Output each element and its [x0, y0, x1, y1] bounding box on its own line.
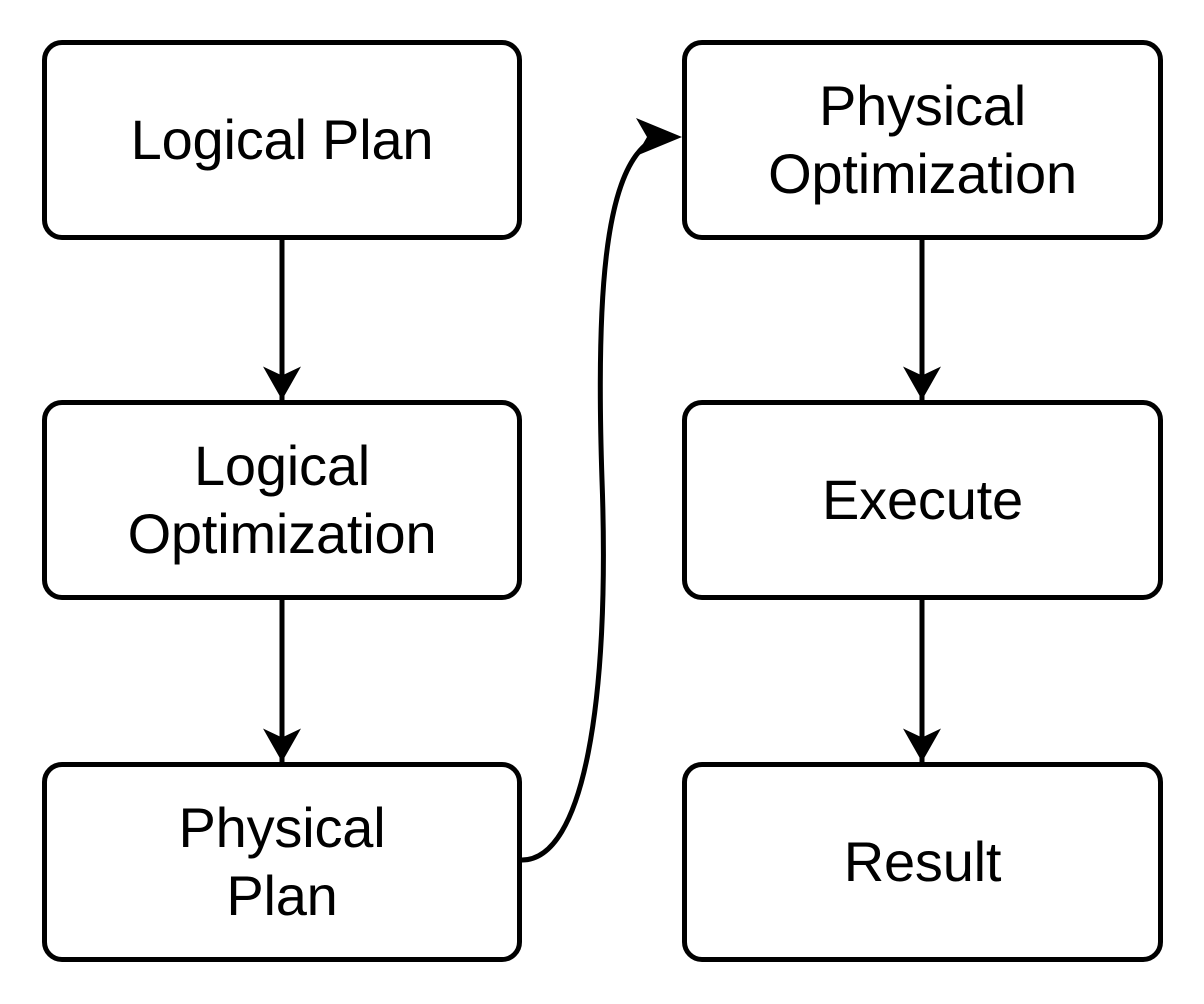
arrow-logical-optimization-to-physical-plan	[263, 600, 301, 762]
arrow-logical-plan-to-logical-optimization	[263, 240, 301, 400]
node-label-execute: Execute	[822, 468, 1023, 531]
node-label-logical-optimization: Logical Optimization	[127, 434, 437, 565]
node-physical-plan[interactable]: Physical Plan	[42, 762, 522, 962]
arrow-physical-optimization-to-execute	[903, 240, 941, 400]
arrow-execute-to-result	[903, 600, 941, 762]
node-label-logical-plan: Logical Plan	[130, 108, 434, 171]
node-label-physical-plan: Physical Plan	[178, 796, 386, 927]
node-execute[interactable]: Execute	[682, 400, 1163, 600]
arrow-physical-plan-to-physical-optimization	[519, 118, 682, 863]
node-physical-optimization[interactable]: Physical Optimization	[682, 40, 1163, 240]
node-logical-plan[interactable]: Logical Plan	[42, 40, 522, 240]
node-logical-optimization[interactable]: Logical Optimization	[42, 400, 522, 600]
node-label-result: Result	[843, 830, 1002, 893]
node-result[interactable]: Result	[682, 762, 1163, 962]
node-label-physical-optimization: Physical Optimization	[768, 74, 1077, 205]
